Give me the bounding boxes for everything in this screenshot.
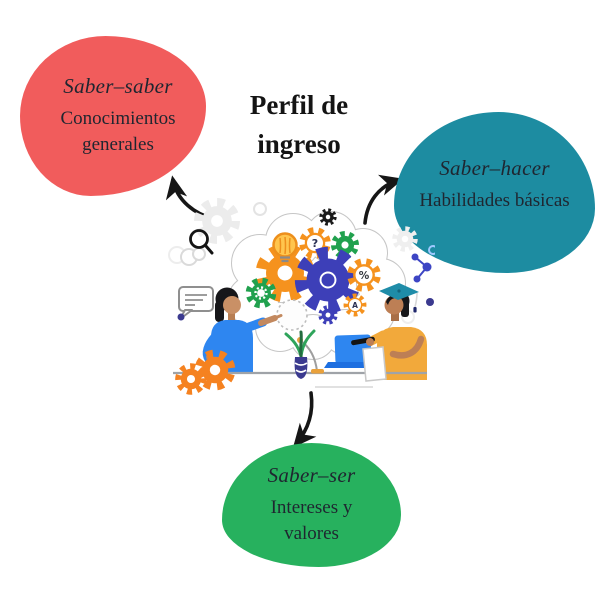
letter-a-glyph: A — [352, 301, 358, 310]
student-right — [362, 283, 427, 380]
small-cloud-icon — [180, 247, 206, 266]
page-title: Perfil de ingreso — [249, 90, 349, 160]
percent-glyph: % — [359, 270, 370, 282]
speech-bubble-icon — [178, 286, 214, 320]
paper-and-pen — [351, 336, 387, 382]
background-shapes — [168, 203, 415, 324]
node-saber-ser-label: Saber–ser — [267, 462, 356, 487]
plant-icon — [284, 329, 316, 379]
gear-cluster: ? % A — [248, 228, 379, 324]
node-saber-saber-description: Conocimientos generales — [60, 107, 176, 155]
node-saber-hacer-description: Habilidades básicas — [419, 190, 570, 212]
brainstorm-illustration: ? % A — [168, 195, 435, 395]
sketch-circle — [276, 299, 308, 331]
node-saber-ser-description: Intereses y valores — [270, 496, 353, 544]
question-glyph: ? — [312, 237, 318, 250]
node-saber-saber: Saber–saber Conocimientos generales — [20, 36, 206, 196]
magnifier-icon — [189, 229, 214, 255]
node-saber-saber-label: Saber–saber — [63, 73, 173, 98]
node-saber-hacer: Saber–hacer Habilidades básicas — [394, 112, 595, 273]
node-saber-ser: Saber–ser Intereses y valores — [222, 443, 401, 567]
node-saber-hacer-label: Saber–hacer — [439, 156, 550, 181]
accent-dot — [426, 298, 434, 306]
paper-sheet — [362, 346, 387, 382]
accent-dot — [177, 313, 185, 321]
lightbulb-icon — [272, 232, 298, 263]
arrow-to-saber-ser — [292, 391, 317, 448]
molecule-icon — [411, 245, 435, 283]
